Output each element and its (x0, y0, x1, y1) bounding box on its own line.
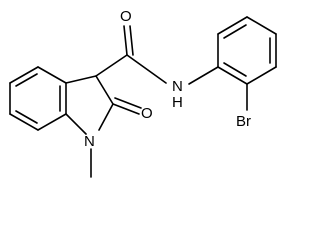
ring-nitrogen-label: N (84, 133, 95, 150)
bromophenyl-ring (217, 16, 277, 85)
amide-aryl-bond (188, 66, 219, 85)
amide-hydrogen-label: H (172, 94, 183, 111)
lactam-oxygen-label: O (141, 105, 153, 122)
lactam-ring (65, 75, 114, 135)
lactam-carbonyl-bond (112, 97, 142, 115)
molecule-structure: O N H Br N O (9, 8, 277, 178)
bromine-label: Br (236, 113, 251, 130)
carboxamide-bonds (95, 25, 167, 84)
indoline-benzene-ring (9, 66, 67, 131)
carbonyl-oxygen-label: O (120, 8, 132, 25)
amide-nitrogen-label: N (172, 78, 183, 95)
